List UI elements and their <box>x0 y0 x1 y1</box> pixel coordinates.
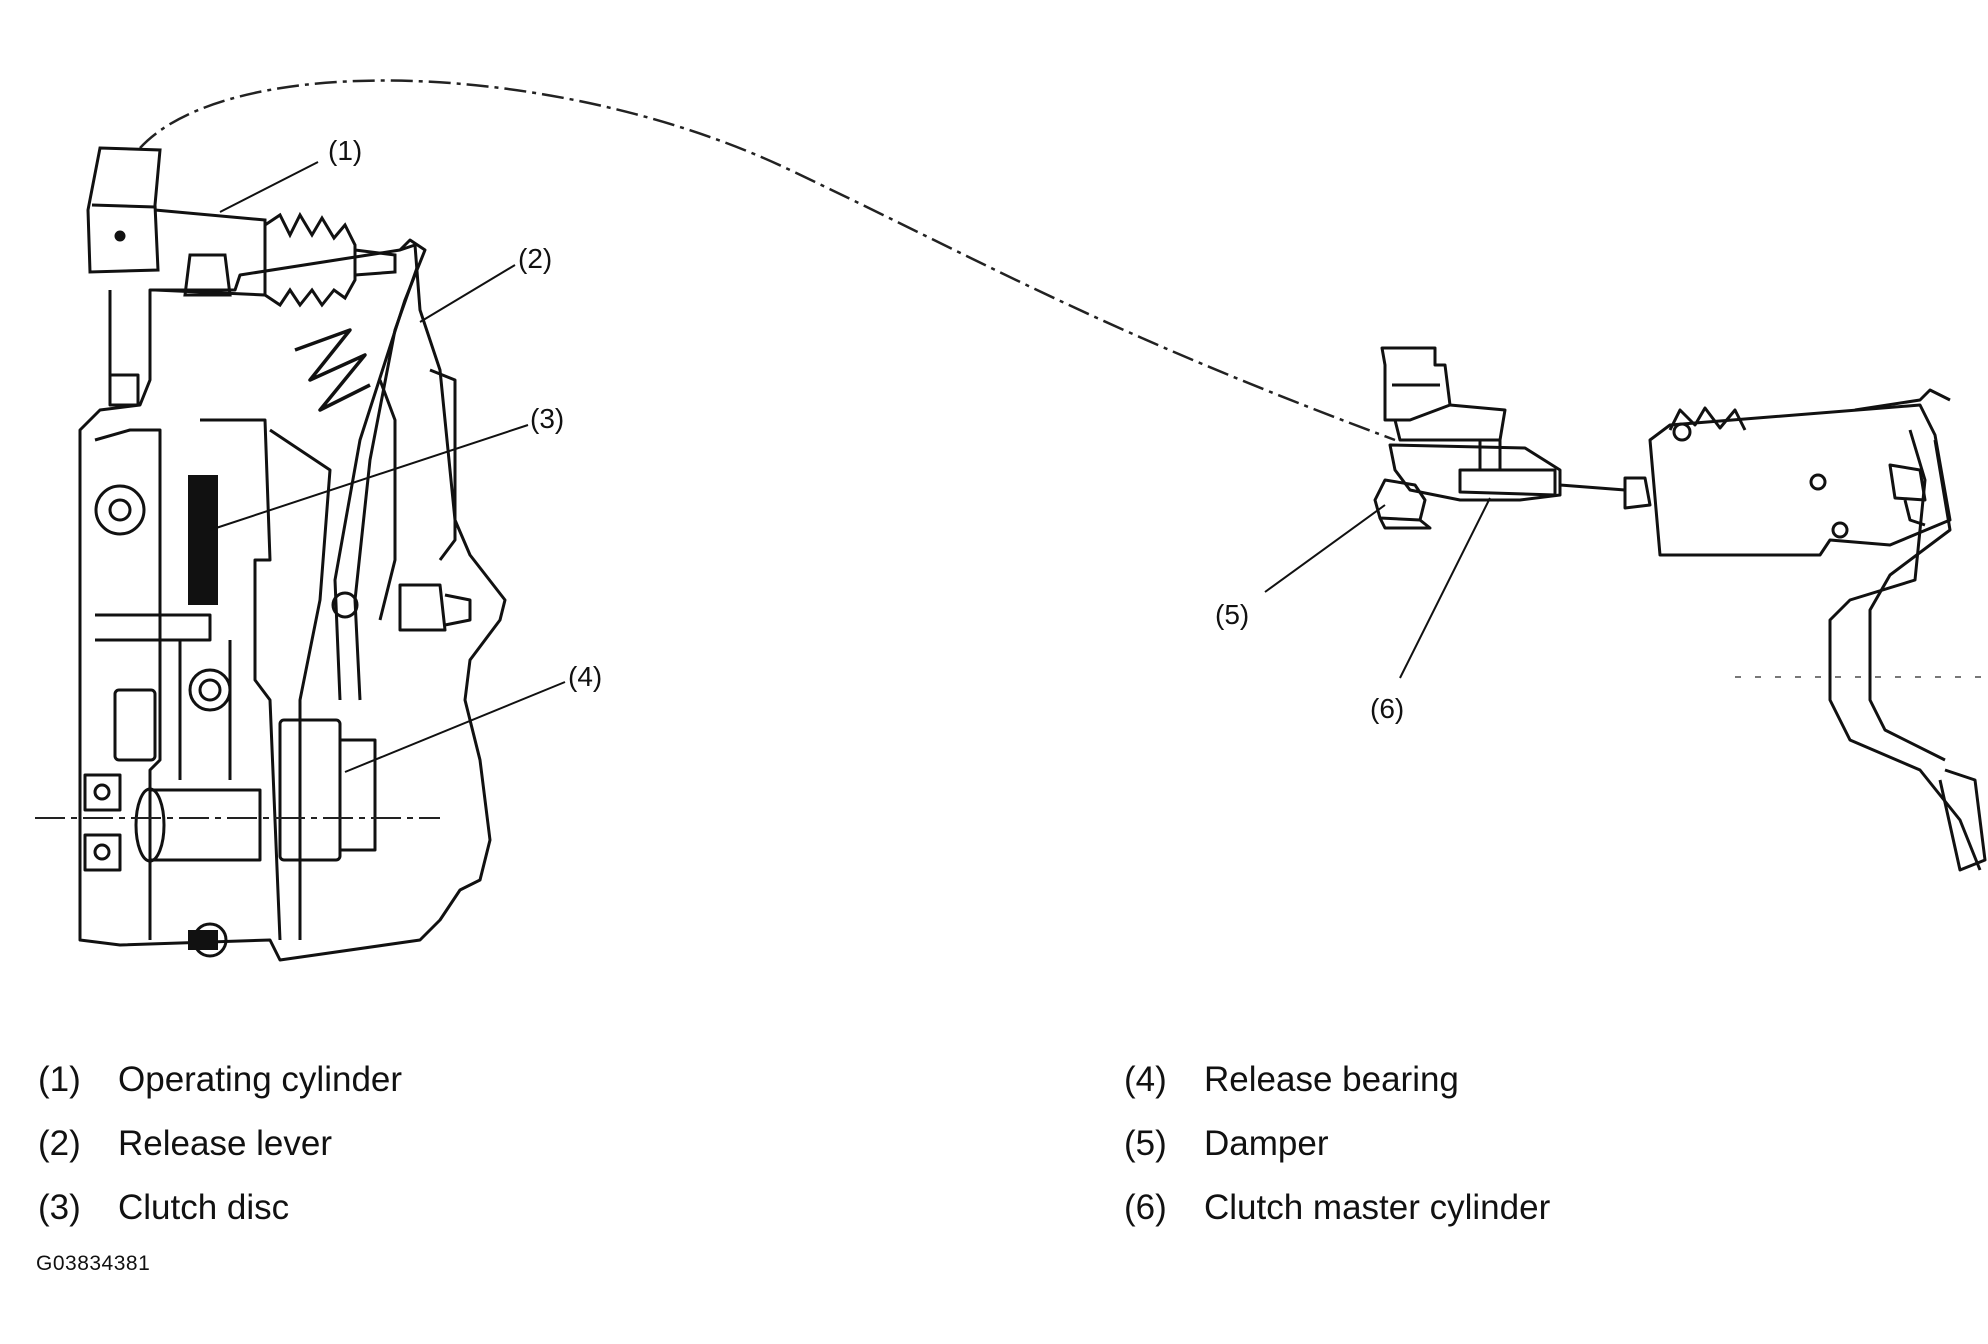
operating-cylinder <box>86 146 397 308</box>
legend-item-release-bearing: (4) Release bearing <box>1124 1048 1550 1112</box>
legend-number: (1) <box>38 1060 81 1099</box>
legend-label: Clutch disc <box>118 1188 290 1227</box>
legend-number: (2) <box>38 1124 81 1163</box>
legend-item-clutch-master-cylinder: (6) Clutch master cylinder <box>1124 1176 1550 1240</box>
leader-lines <box>209 161 1491 773</box>
callout-4: (4) <box>568 661 602 692</box>
legend-label: Damper <box>1204 1124 1329 1163</box>
pedal-assembly <box>1373 346 1987 872</box>
legend-label: Release bearing <box>1204 1060 1459 1099</box>
legend-number: (6) <box>1124 1188 1167 1227</box>
callout-1: (1) <box>328 135 362 166</box>
legend-number: (3) <box>38 1188 81 1227</box>
callout-3: (3) <box>530 403 564 434</box>
callout-6: (6) <box>1370 693 1404 724</box>
legend-right: (4) Release bearing (5) Damper (6) Clutc… <box>1124 1048 1550 1240</box>
clutch-disc-friction <box>188 475 218 605</box>
clutch-system-diagram: (1) (2) (3) (4) (5) (6) <box>35 79 1987 962</box>
callout-5: (5) <box>1215 599 1249 630</box>
legend-item-damper: (5) Damper <box>1124 1112 1550 1176</box>
hydraulic-line <box>139 79 1396 442</box>
legend-item-release-lever: (2) Release lever <box>38 1112 402 1176</box>
figure-id: G03834381 <box>36 1252 151 1275</box>
transmission-assembly <box>78 238 507 962</box>
legend-item-operating-cylinder: (1) Operating cylinder <box>38 1048 402 1112</box>
legend-label: Clutch master cylinder <box>1204 1188 1551 1227</box>
legend-label: Operating cylinder <box>118 1060 403 1099</box>
legend-left: (1) Operating cylinder (2) Release lever… <box>38 1048 402 1240</box>
legend-label: Release lever <box>118 1124 332 1163</box>
legend-item-clutch-disc: (3) Clutch disc <box>38 1176 402 1240</box>
legend-number: (5) <box>1124 1124 1167 1163</box>
callout-2: (2) <box>518 243 552 274</box>
legend-number: (4) <box>1124 1060 1167 1099</box>
